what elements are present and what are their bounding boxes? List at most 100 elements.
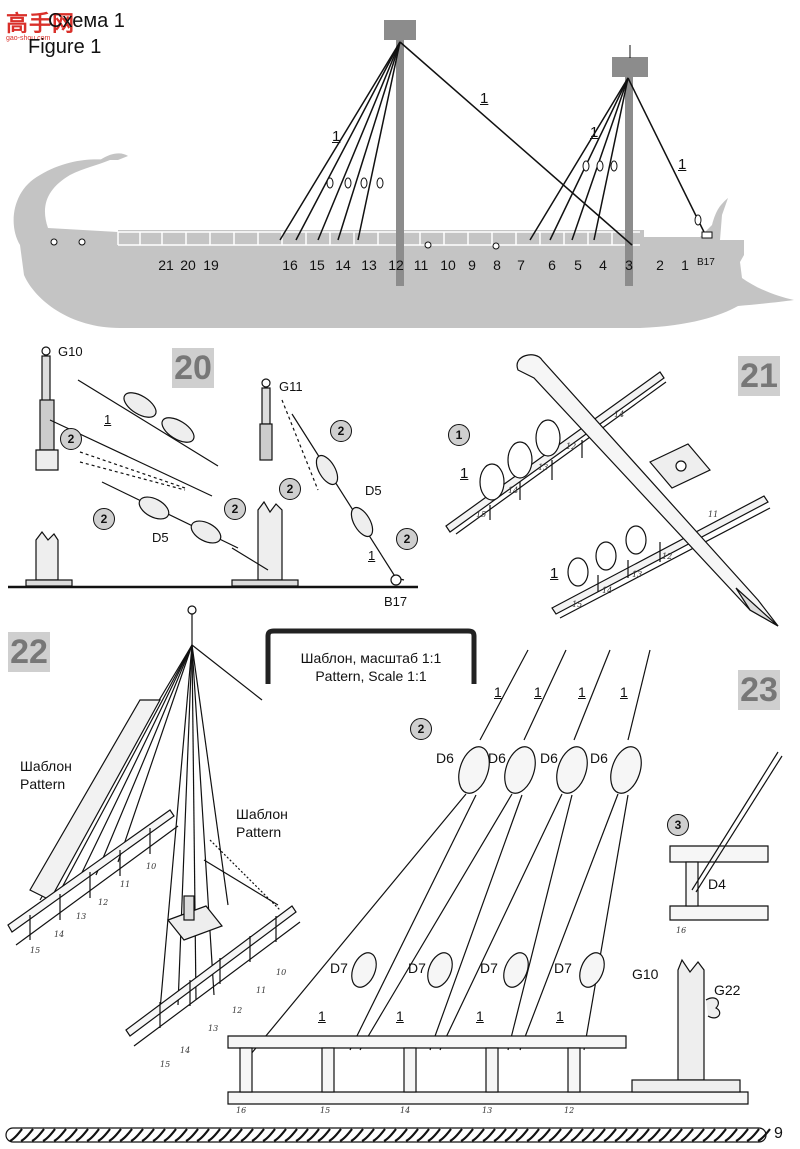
station-number: 21 [158, 257, 174, 273]
rail-number: 14 [508, 486, 519, 495]
rope-strand [86, 1128, 100, 1142]
fig23-g10: G10 [632, 966, 659, 982]
station-number: 4 [599, 257, 607, 273]
rope-strand [130, 1128, 144, 1142]
rope-strand [163, 1128, 177, 1142]
rope-strand [702, 1128, 716, 1142]
rail-number: 14 [54, 930, 65, 939]
rope-strand [515, 1128, 529, 1142]
rope-strand [372, 1128, 386, 1142]
station-number: 9 [468, 257, 476, 273]
station-number: 19 [203, 257, 219, 273]
fore-mast-top [612, 57, 648, 77]
rope-strand [306, 1128, 320, 1142]
watermark-subtext: gao-shou.com [6, 35, 51, 42]
d6-label: D6 [488, 750, 506, 766]
badge-20: 20 [172, 348, 214, 388]
watermark-text: 高手网 [6, 12, 76, 37]
rope-strand [196, 1128, 210, 1142]
rope-strand [471, 1128, 485, 1142]
rope-strand [394, 1128, 408, 1142]
fig21-rope-1b: 1 [550, 565, 559, 582]
rope-strand [119, 1128, 133, 1142]
rail-number: 12 [662, 552, 673, 561]
rope-strand [218, 1128, 232, 1142]
pattern-scale-en: Pattern, Scale 1:1 [315, 668, 427, 684]
fig20-d5-right: D5 [365, 483, 382, 498]
rope-strand [592, 1128, 606, 1142]
rope-strand [141, 1128, 155, 1142]
badge-22: 22 [8, 632, 50, 672]
rope-strand [152, 1128, 166, 1142]
fig23-marker-3: 3 [667, 814, 689, 836]
rope-strand [460, 1128, 474, 1142]
rail-number: 13 [208, 1024, 219, 1033]
rail-number: 11 [120, 880, 131, 889]
rope-strand [207, 1128, 221, 1142]
rope-strand [724, 1128, 738, 1142]
rope-strand [416, 1128, 430, 1142]
main-mast-top [384, 20, 416, 40]
rail-number: 14 [400, 1106, 411, 1115]
rope-strand [75, 1128, 89, 1142]
station-number: 2 [656, 257, 664, 273]
rope-strand [405, 1128, 419, 1142]
fig22-drawing [7, 605, 301, 1047]
fig20-marker-2f: 2 [396, 528, 418, 550]
rope-strand [317, 1128, 331, 1142]
rail-number: 12 [564, 1106, 575, 1115]
rope-strand [350, 1128, 364, 1142]
rope-label-main-stay: 1 [480, 90, 489, 107]
rope-strand [108, 1128, 122, 1142]
rail-number: 13 [482, 1106, 493, 1115]
rope-strand [251, 1128, 265, 1142]
rail-number: 12 [232, 1006, 243, 1015]
fig21-drawing [445, 354, 779, 627]
rail-number: 13 [632, 570, 643, 579]
rope-strand [526, 1128, 540, 1142]
station-number: 6 [548, 257, 556, 273]
rope-strand [746, 1128, 760, 1142]
rope-strand [42, 1128, 56, 1142]
rope-strand [757, 1128, 771, 1142]
rope-strand [647, 1128, 661, 1142]
fig23-g22: G22 [714, 982, 741, 998]
pattern-scale-ru: Шаблон, масштаб 1:1 [300, 650, 442, 666]
station-number: 11 [413, 257, 429, 273]
fig23-d4: D4 [708, 876, 726, 892]
rail-number: 11 [256, 986, 267, 995]
rope-strand [64, 1128, 78, 1142]
rope-strand [427, 1128, 441, 1142]
fig20-rope-1b: 1 [368, 548, 376, 563]
rope-strand [361, 1128, 375, 1142]
page-number: 9 [774, 1125, 783, 1142]
fig22-pattern-left-en: Pattern [20, 776, 66, 792]
rope-strand [328, 1128, 342, 1142]
fig20-g11: G11 [279, 379, 303, 394]
rope-label: 1 [318, 1008, 326, 1024]
rope-strand [658, 1128, 672, 1142]
rope-strand [9, 1128, 23, 1142]
rope-strand [438, 1128, 452, 1142]
figurehead [100, 153, 128, 160]
fig20-rope-1a: 1 [104, 412, 112, 427]
fig20-marker-2a: 2 [60, 428, 82, 450]
d6-label: D6 [436, 750, 454, 766]
rope-label: 1 [396, 1008, 404, 1024]
ship-side-view [13, 20, 795, 328]
rail-number: 16 [236, 1106, 247, 1115]
d6-label: D6 [540, 750, 558, 766]
scheme-title-ru: Схема 1 [48, 10, 125, 32]
rope-label-main-left: 1 [332, 128, 341, 145]
badge-23: 23 [738, 670, 780, 710]
rope-strand [680, 1128, 694, 1142]
d7-label: D7 [408, 960, 426, 976]
rail-number: 15 [476, 510, 487, 519]
rope-strand [339, 1128, 353, 1142]
station-number: 3 [625, 257, 633, 273]
rail-number: 15 [572, 600, 583, 609]
fig22-pattern-right-ru: Шаблон [236, 806, 288, 822]
rail-number: 15 [160, 1060, 171, 1069]
rope-strand [691, 1128, 705, 1142]
